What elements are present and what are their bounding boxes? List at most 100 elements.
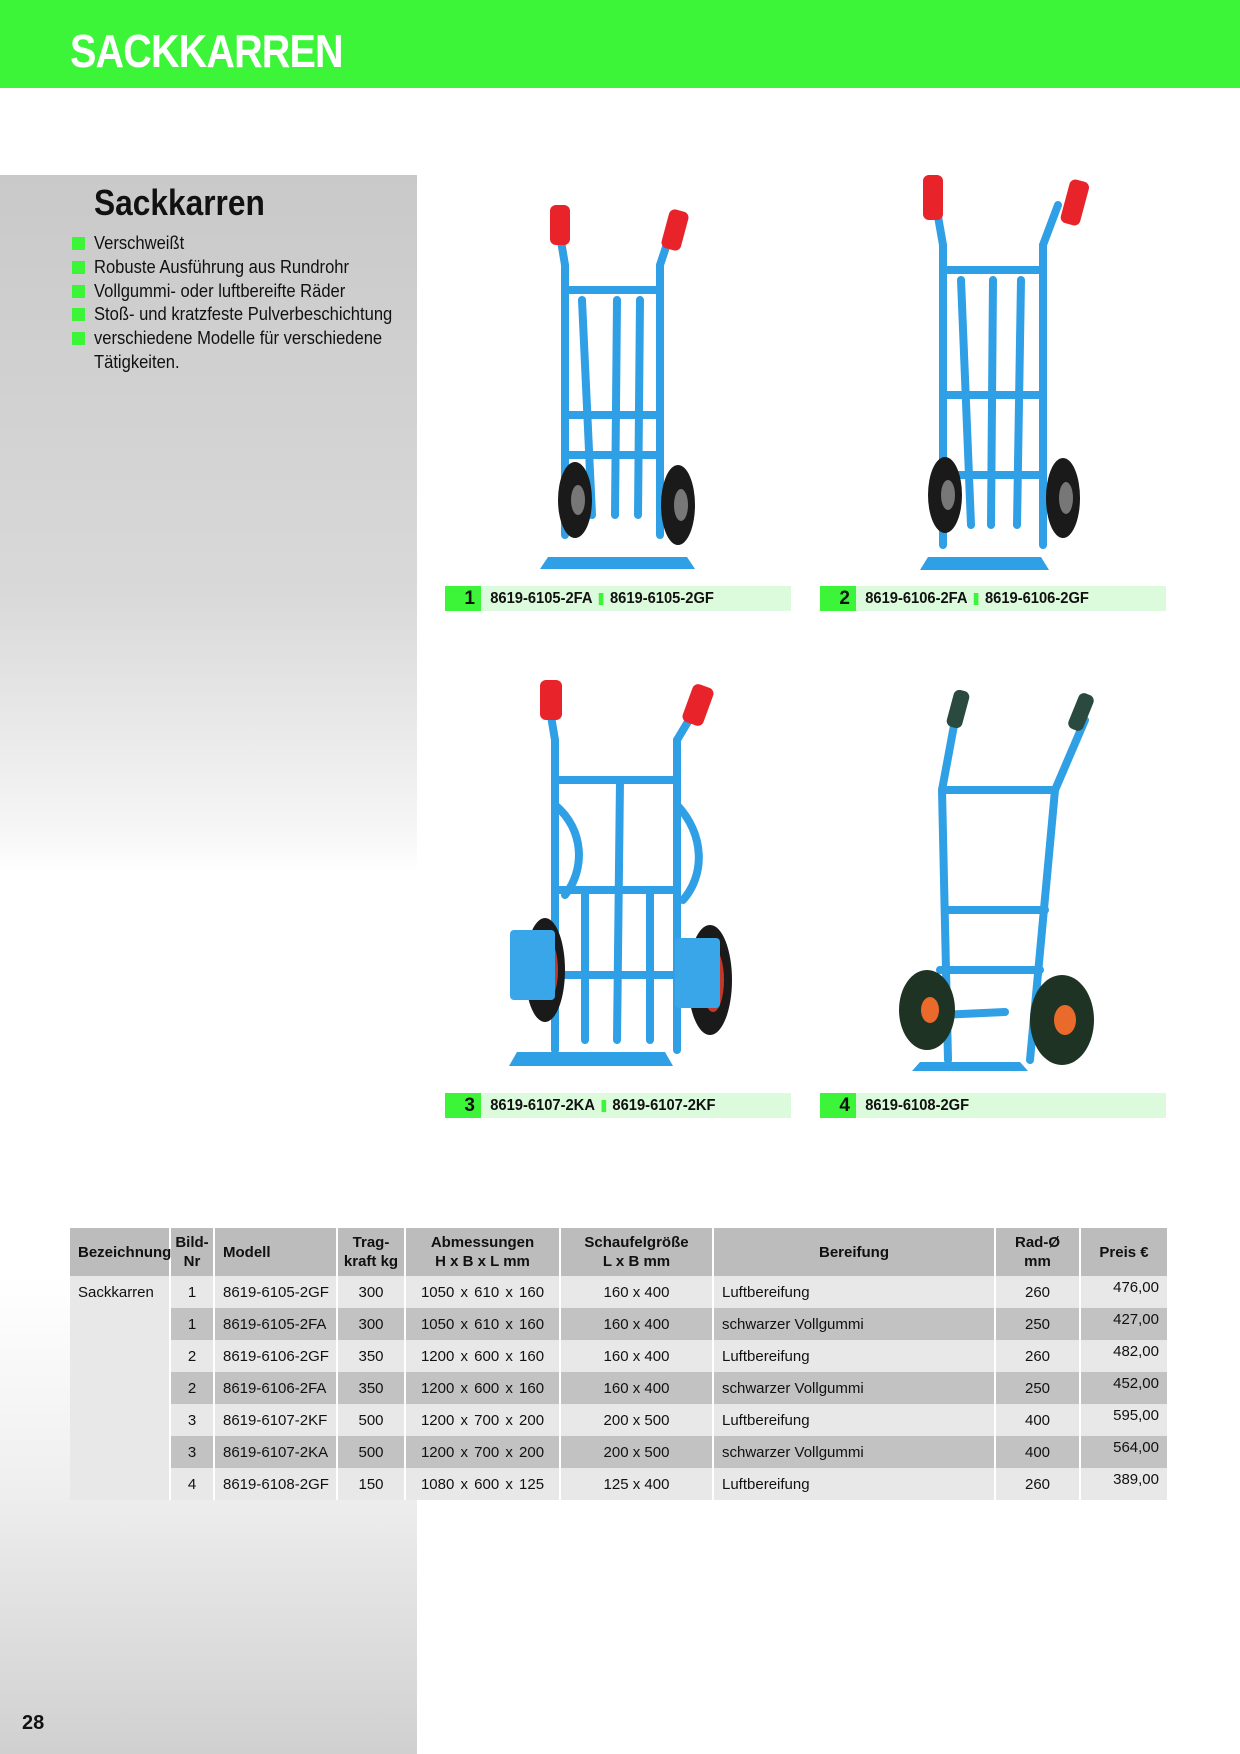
cell-abmessungen: 1050 x 610 x 160 <box>405 1276 561 1308</box>
page-title: SACKKARREN <box>70 25 344 77</box>
cell-schaufel: 125 x 400 <box>560 1468 714 1500</box>
bullet-square-icon <box>72 260 85 274</box>
separator-icon <box>598 592 604 605</box>
cell-preis: 389,00 <box>1080 1468 1167 1500</box>
cell-rad: 260 <box>995 1340 1081 1372</box>
cell-preis: 476,00 <box>1080 1276 1167 1308</box>
cell-modell: 8619-6105-2GF <box>214 1276 338 1308</box>
col-header-bezeichnung: Bezeichnung <box>70 1228 171 1276</box>
feature-list: Verschweißt Robuste Ausführung aus Rundr… <box>70 232 410 375</box>
cell-bezeichnung <box>70 1468 171 1500</box>
product-code: 8619-6108-2GF <box>865 1096 970 1114</box>
cell-bezeichnung: Sackkarren <box>70 1276 171 1308</box>
cell-preis: 452,00 <box>1080 1372 1167 1404</box>
cell-bereifung: Luftbereifung <box>713 1340 996 1372</box>
cell-bezeichnung <box>70 1436 171 1468</box>
cell-schaufel: 200 x 500 <box>560 1404 714 1436</box>
product-number: 1 <box>445 586 481 611</box>
cell-schaufel: 160 x 400 <box>560 1308 714 1340</box>
hand-truck-2-image <box>920 175 1090 570</box>
cell-abmessungen: 1050 x 610 x 160 <box>405 1308 561 1340</box>
cell-preis: 482,00 <box>1080 1340 1167 1372</box>
feature-item: Vollgummi- oder luftbereifte Räder <box>70 280 410 304</box>
hand-truck-3-image <box>509 680 732 1066</box>
cell-preis: 564,00 <box>1080 1436 1167 1468</box>
cell-bereifung: Luftbereifung <box>713 1404 996 1436</box>
cell-bereifung: Luftbereifung <box>713 1468 996 1500</box>
side-panel <box>0 175 417 1754</box>
cell-abmessungen: 1200 x 600 x 160 <box>405 1340 561 1372</box>
table-row: 4 8619-6108-2GF 150 1080 x 600 x 125 125… <box>70 1468 1167 1500</box>
cell-tragkraft: 500 <box>337 1436 406 1468</box>
cell-rad: 260 <box>995 1276 1081 1308</box>
product-caption-1: 1 8619-6105-2FA 8619-6105-2GF <box>445 586 791 611</box>
cell-rad: 250 <box>995 1372 1081 1404</box>
table-row: 3 8619-6107-2KA 500 1200 x 700 x 200 200… <box>70 1436 1167 1468</box>
spec-table: Bezeichnung Bild-Nr Modell Trag-kraft kg… <box>70 1228 1167 1500</box>
cell-bereifung: schwarzer Vollgummi <box>713 1308 996 1340</box>
cell-preis: 427,00 <box>1080 1308 1167 1340</box>
product-caption-4: 4 8619-6108-2GF <box>820 1093 1166 1118</box>
cell-bild: 1 <box>170 1276 215 1308</box>
cell-schaufel: 160 x 400 <box>560 1276 714 1308</box>
cell-bezeichnung <box>70 1372 171 1404</box>
cell-modell: 8619-6105-2FA <box>214 1308 338 1340</box>
cell-rad: 400 <box>995 1404 1081 1436</box>
cell-rad: 400 <box>995 1436 1081 1468</box>
page-number: 28 <box>22 1712 45 1734</box>
feature-item: verschiedene Modelle für verschiedene <box>70 327 410 351</box>
cell-bild: 4 <box>170 1468 215 1500</box>
cell-bild: 1 <box>170 1308 215 1340</box>
cell-schaufel: 200 x 500 <box>560 1436 714 1468</box>
feature-item-continuation: Tätigkeiten. <box>94 351 180 372</box>
cell-bezeichnung <box>70 1340 171 1372</box>
cell-rad: 260 <box>995 1468 1081 1500</box>
cell-rad: 250 <box>995 1308 1081 1340</box>
product-code: 8619-6106-2FA <box>865 589 968 607</box>
separator-icon <box>973 592 979 605</box>
cell-bereifung: schwarzer Vollgummi <box>713 1436 996 1468</box>
cell-abmessungen: 1080 x 600 x 125 <box>405 1468 561 1500</box>
cell-tragkraft: 350 <box>337 1340 406 1372</box>
hand-truck-1-image <box>540 205 695 569</box>
cell-modell: 8619-6108-2GF <box>214 1468 338 1500</box>
cell-tragkraft: 500 <box>337 1404 406 1436</box>
feature-item: Stoß- und kratzfeste Pulverbeschichtung <box>70 303 410 327</box>
product-caption-3: 3 8619-6107-2KA 8619-6107-2KF <box>445 1093 791 1118</box>
product-number: 3 <box>445 1093 481 1118</box>
table-header-row: Bezeichnung Bild-Nr Modell Trag-kraft kg… <box>70 1228 1167 1276</box>
col-header-preis: Preis € <box>1080 1228 1167 1276</box>
product-code: 8619-6107-2KA <box>490 1096 595 1114</box>
cell-bereifung: schwarzer Vollgummi <box>713 1372 996 1404</box>
cell-bild: 3 <box>170 1436 215 1468</box>
bullet-square-icon <box>72 237 85 250</box>
section-title: Sackkarren <box>94 182 265 223</box>
feature-item: Verschweißt <box>70 232 410 256</box>
table-row: 2 8619-6106-2GF 350 1200 x 600 x 160 160… <box>70 1340 1167 1372</box>
cell-abmessungen: 1200 x 600 x 160 <box>405 1372 561 1404</box>
cell-modell: 8619-6107-2KF <box>214 1404 338 1436</box>
cell-modell: 8619-6107-2KA <box>214 1436 338 1468</box>
cell-bild: 2 <box>170 1340 215 1372</box>
cell-tragkraft: 300 <box>337 1308 406 1340</box>
cell-bereifung: Luftbereifung <box>713 1276 996 1308</box>
col-header-tragkraft: Trag-kraft kg <box>337 1228 406 1276</box>
product-number: 2 <box>820 586 856 611</box>
product-code: 8619-6105-2GF <box>609 589 714 607</box>
cell-bezeichnung <box>70 1308 171 1340</box>
cell-schaufel: 160 x 400 <box>560 1372 714 1404</box>
product-code: 8619-6107-2KF <box>612 1096 716 1114</box>
table-row: Sackkarren 1 8619-6105-2GF 300 1050 x 61… <box>70 1276 1167 1308</box>
cell-bild: 3 <box>170 1404 215 1436</box>
col-header-bild: Bild-Nr <box>170 1228 215 1276</box>
cell-abmessungen: 1200 x 700 x 200 <box>405 1436 561 1468</box>
table-row: 1 8619-6105-2FA 300 1050 x 610 x 160 160… <box>70 1308 1167 1340</box>
cell-bild: 2 <box>170 1372 215 1404</box>
cell-bezeichnung <box>70 1404 171 1436</box>
cell-schaufel: 160 x 400 <box>560 1340 714 1372</box>
table-row: 3 8619-6107-2KF 500 1200 x 700 x 200 200… <box>70 1404 1167 1436</box>
cell-modell: 8619-6106-2GF <box>214 1340 338 1372</box>
